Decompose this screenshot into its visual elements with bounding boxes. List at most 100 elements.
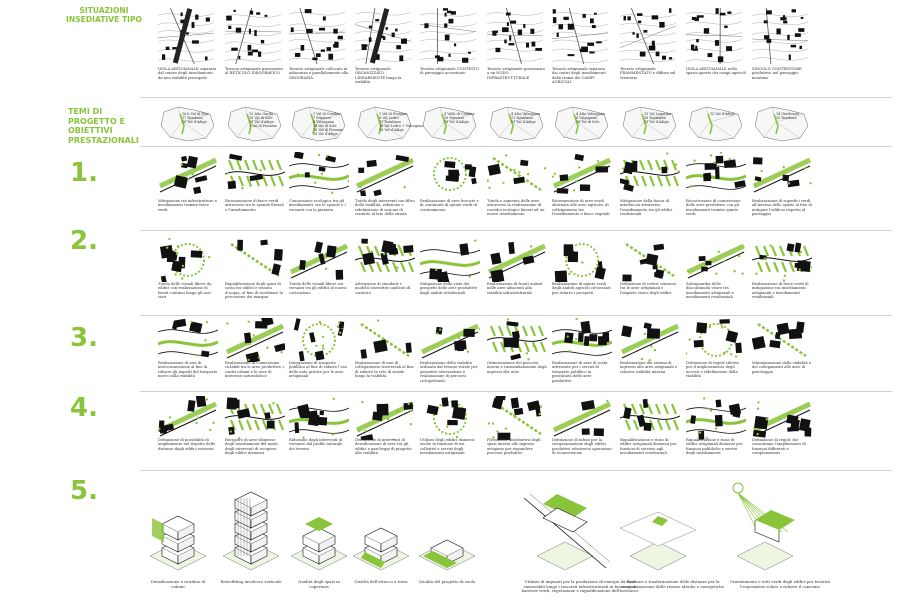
r4-caption-1: Definizione di possibilità di ampliament…	[158, 438, 218, 451]
row-number-2: 2.	[70, 228, 98, 254]
r2-icon-4	[355, 238, 415, 282]
r2-caption-2: Riqualificazione degli spazi di sosta tr…	[225, 282, 285, 300]
region-label: 15 Val d'Adige	[710, 112, 735, 116]
row5-diagram-3	[288, 478, 350, 578]
r1-icon-3	[289, 152, 349, 196]
r1-caption-5: Realizzazione di aree boscate e di conti…	[420, 199, 480, 212]
r1-icon-7	[552, 152, 612, 196]
r2-caption-10: Realizzazione di fasce verdi di mitigazi…	[752, 282, 812, 300]
region-label: 15 Rendena	[776, 116, 799, 120]
region-labels-5: 4 Valle di Cembra16 Primiero18 Val d'Adi…	[444, 112, 475, 124]
divider-row2	[140, 315, 892, 316]
r3-caption-3: Integrazione di trasporto pubblico al fi…	[289, 361, 349, 379]
situation-caption-6: Tessuto artigianale posizionato a un NOD…	[487, 67, 547, 80]
r3-icon-9	[686, 318, 746, 362]
r2-icon-7	[552, 238, 612, 282]
r1-caption-10: Realizzazione di superfici verdi all'int…	[752, 199, 812, 217]
r4-icon-4	[355, 396, 415, 440]
r3-caption-1: Realizzazione di assi di interconnession…	[158, 361, 218, 379]
row5-diagram-4	[350, 478, 412, 578]
divider-row3	[140, 391, 892, 392]
r3-icon-4	[355, 318, 415, 362]
r4-caption-2: Recupero di aree dismesse degli insediam…	[225, 438, 285, 456]
header-title: SITUAZIONI INSEDIATIVE TIPO	[62, 6, 146, 24]
r4-caption-9: Riqualificazione e riuso di edifici arti…	[686, 438, 746, 456]
region-map-1	[158, 104, 218, 144]
r4-icon-8	[620, 396, 680, 440]
r2-icon-5	[420, 238, 480, 282]
r4-caption-6: Flessibilità distributiva degli spazi in…	[487, 438, 547, 456]
fabric-map-4	[355, 8, 411, 64]
r1-caption-7: Riconnessione di aree verdi alternate al…	[552, 199, 612, 217]
r3-caption-8: Realizzazione dei sistemi di ingresso al…	[620, 361, 680, 374]
row5-caption-5: Qualità del progetto di suolo	[416, 580, 478, 585]
r1-icon-6	[487, 152, 547, 196]
r2-icon-1	[158, 238, 218, 282]
fabric-map-3	[289, 8, 345, 64]
r4-caption-3: Riduzione degli interventi di versante d…	[289, 438, 349, 451]
region-label: 13 Val d'Adige	[511, 120, 540, 124]
r1-caption-6: Tutela e aumento delle aree attraverso l…	[487, 199, 547, 217]
fabric-map-6	[487, 8, 543, 64]
side-title: TEMI DI PROGETTO E OBIETTIVI PRESTAZIONA…	[68, 107, 138, 145]
r3-caption-2: Realizzazione di connessione ciclabili t…	[225, 361, 285, 379]
r1-caption-2: Riconnessione di fasce verdi attraverso …	[225, 199, 285, 212]
situation-caption-4: Tessuto artigianale ORGANIZZATO LINEARME…	[355, 67, 415, 85]
region-label: 15 Val d'Adige	[644, 120, 671, 124]
r3-caption-4: Realizzazione di assi di collegamento tr…	[355, 361, 415, 379]
region-map-10	[752, 104, 812, 144]
situation-caption-3: Tessuto artigianale collocato in adiacen…	[289, 67, 349, 80]
divider-maps	[140, 97, 892, 98]
r4-icon-5	[420, 396, 480, 440]
region-map-7	[552, 104, 612, 144]
region-label: 3 Val di Fiemme	[249, 124, 277, 128]
region-label: 18 Val d'Adige	[444, 120, 475, 124]
row5-diagram-6	[520, 478, 610, 578]
r2-caption-5: Mitigazione della vista dei prospetti de…	[420, 282, 480, 295]
situation-caption-8: Tessuto artigianale FRAMMENTATO e diffus…	[620, 67, 680, 80]
r2-caption-8: Definizione di criteri connessi tra le a…	[620, 282, 680, 295]
r2-caption-7: Realizzazione di quinte verdi degli ambi…	[552, 282, 612, 295]
r1-icon-2	[225, 152, 285, 196]
row5-caption-3: Qualità degli spazi in copertura	[288, 580, 350, 589]
r2-caption-9: Salvaguardia delle discontinuità visive …	[686, 282, 746, 300]
r1-caption-8: Mitigazione della fascia di interfaccia …	[620, 199, 680, 217]
row5-caption-8: Orientamento e tetti verdi degli edifici…	[720, 580, 840, 589]
r4-icon-6	[487, 396, 547, 440]
r1-caption-4: Tutela degli interventi con filtro della…	[355, 199, 415, 217]
r4-icon-3	[289, 396, 349, 440]
r3-caption-9: Definizione di regole riferite per il mi…	[686, 361, 746, 379]
fabric-map-10	[752, 8, 808, 64]
r4-caption-5: Utilizzo degli edifici dismessi anche in…	[420, 438, 480, 456]
r2-icon-8	[620, 238, 680, 282]
fabric-map-1	[158, 8, 214, 64]
r3-icon-8	[620, 318, 680, 362]
divider-regions	[140, 146, 892, 147]
row-number-1: 1.	[70, 160, 98, 186]
row5-diagram-8	[720, 478, 810, 578]
divider-row1	[140, 230, 892, 231]
fabric-map-2	[225, 8, 281, 64]
r2-caption-4: Attivazione di standard e modelli costru…	[355, 282, 415, 295]
situation-caption-10: SINGOLO CONTENITORE produttivo nel paesa…	[752, 67, 812, 80]
r3-icon-7	[552, 318, 612, 362]
fabric-map-5	[420, 8, 476, 64]
r4-icon-7	[552, 396, 612, 440]
r2-caption-3: Tutela delle visuali libere sui versanti…	[289, 282, 349, 295]
r3-icon-10	[752, 318, 812, 362]
divider-row4	[140, 470, 892, 471]
row5-diagram-2	[220, 478, 282, 578]
r2-icon-3	[289, 238, 349, 282]
region-label: 18 Val d'Adige	[379, 128, 423, 132]
row5-diagram-5	[416, 478, 478, 578]
r1-icon-10	[752, 152, 812, 196]
row-number-5: 5.	[70, 478, 98, 504]
situation-caption-7: Tessuto artigianale separato dai centri …	[552, 67, 612, 85]
r2-icon-9	[686, 238, 746, 282]
r2-icon-2	[225, 238, 285, 282]
region-map-9	[686, 104, 746, 144]
region-map-8	[620, 104, 680, 144]
